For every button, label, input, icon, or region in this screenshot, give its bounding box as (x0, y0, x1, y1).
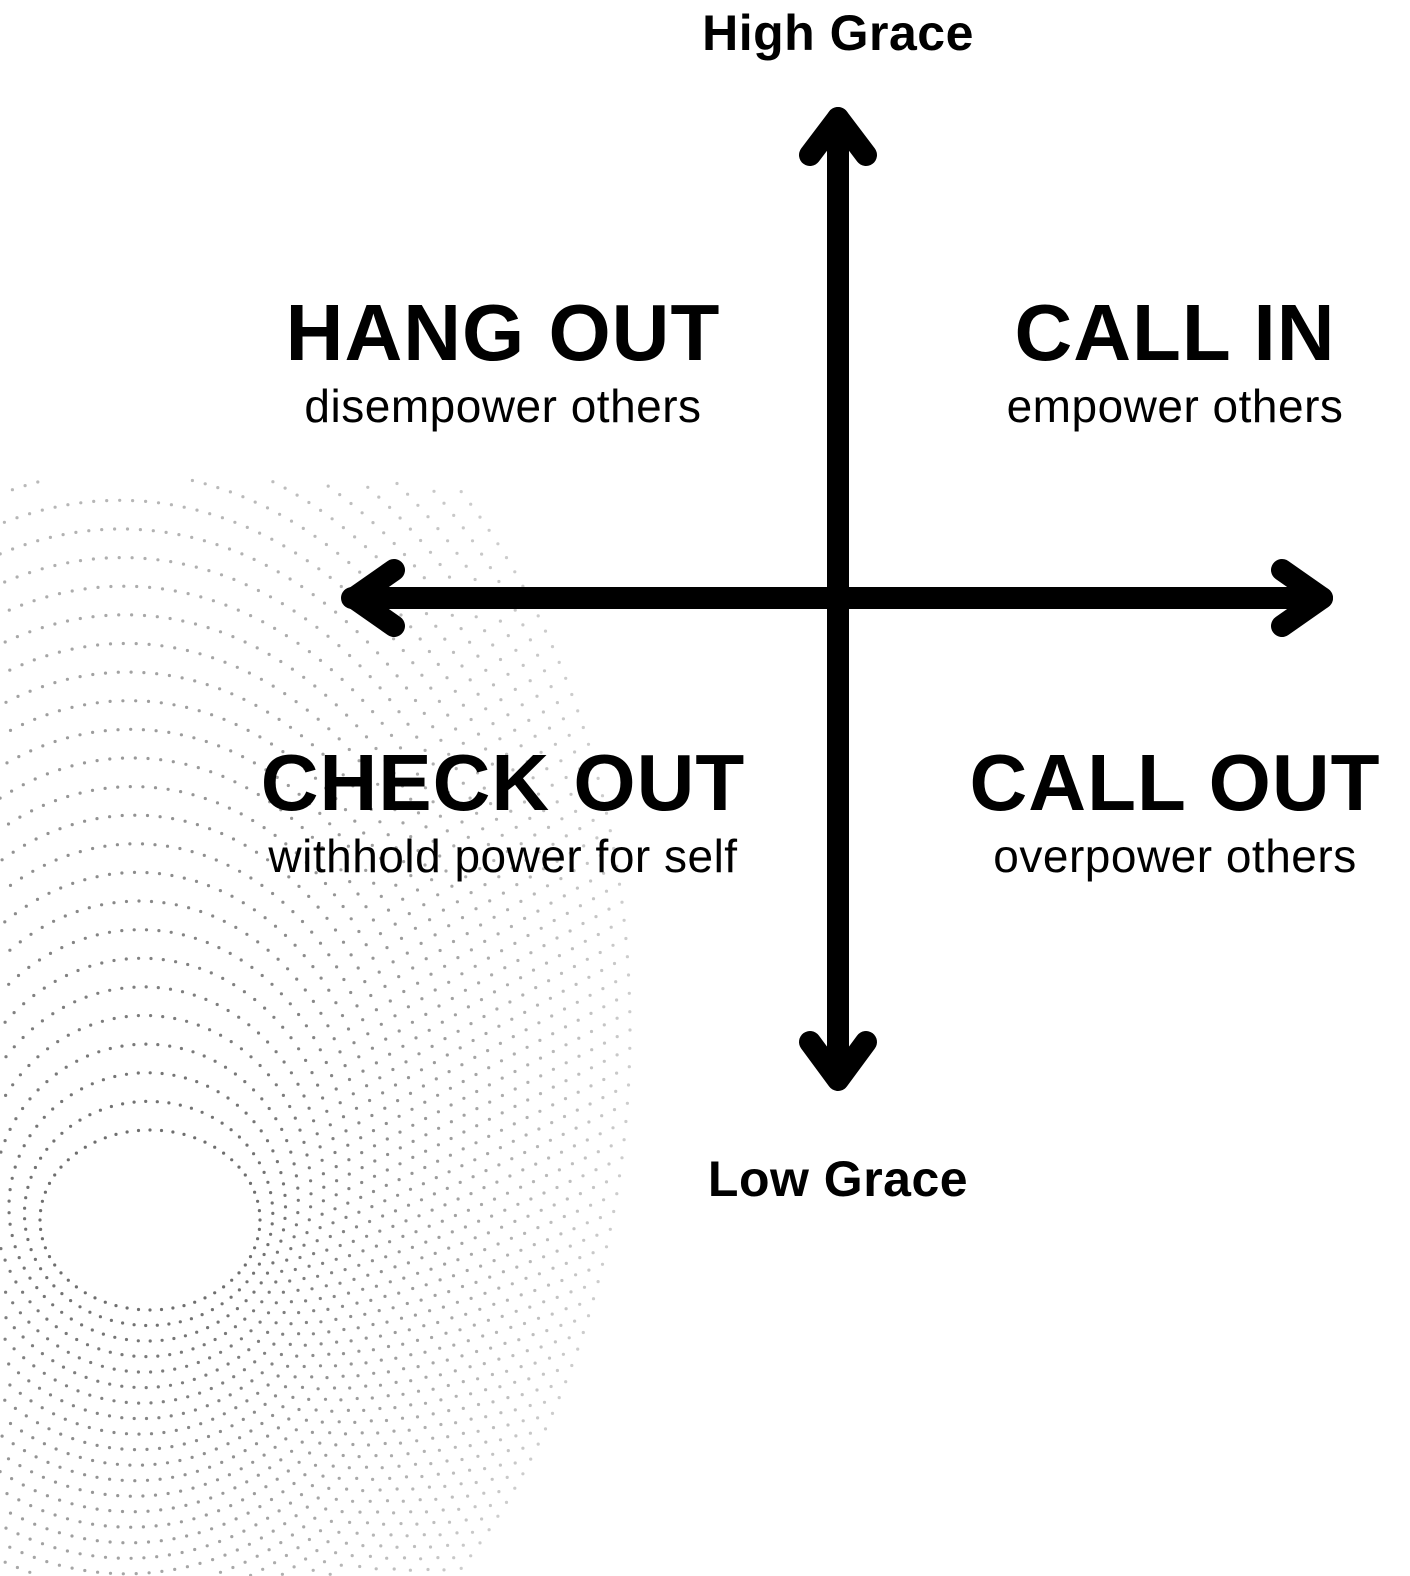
quadrant-subtitle: disempower others (286, 383, 721, 429)
quadrant-subtitle: empower others (1007, 383, 1344, 429)
quadrant-check-out: CHECK OUT withhold power for self (261, 743, 746, 879)
quadrant-subtitle: overpower others (970, 833, 1381, 879)
quadrant-title: CALL OUT (970, 743, 1381, 823)
quadrant-subtitle: withhold power for self (261, 833, 746, 879)
low-grace-label: Low Grace (708, 1154, 968, 1204)
quadrant-call-out: CALL OUT overpower others (970, 743, 1381, 879)
quadrant-title: CALL IN (1007, 293, 1344, 373)
quadrant-title: CHECK OUT (261, 743, 746, 823)
quadrant-hang-out: HANG OUT disempower others (286, 293, 721, 429)
high-grace-label: High Grace (702, 8, 974, 58)
quadrant-title: HANG OUT (286, 293, 721, 373)
quadrant-call-in: CALL IN empower others (1007, 293, 1344, 429)
